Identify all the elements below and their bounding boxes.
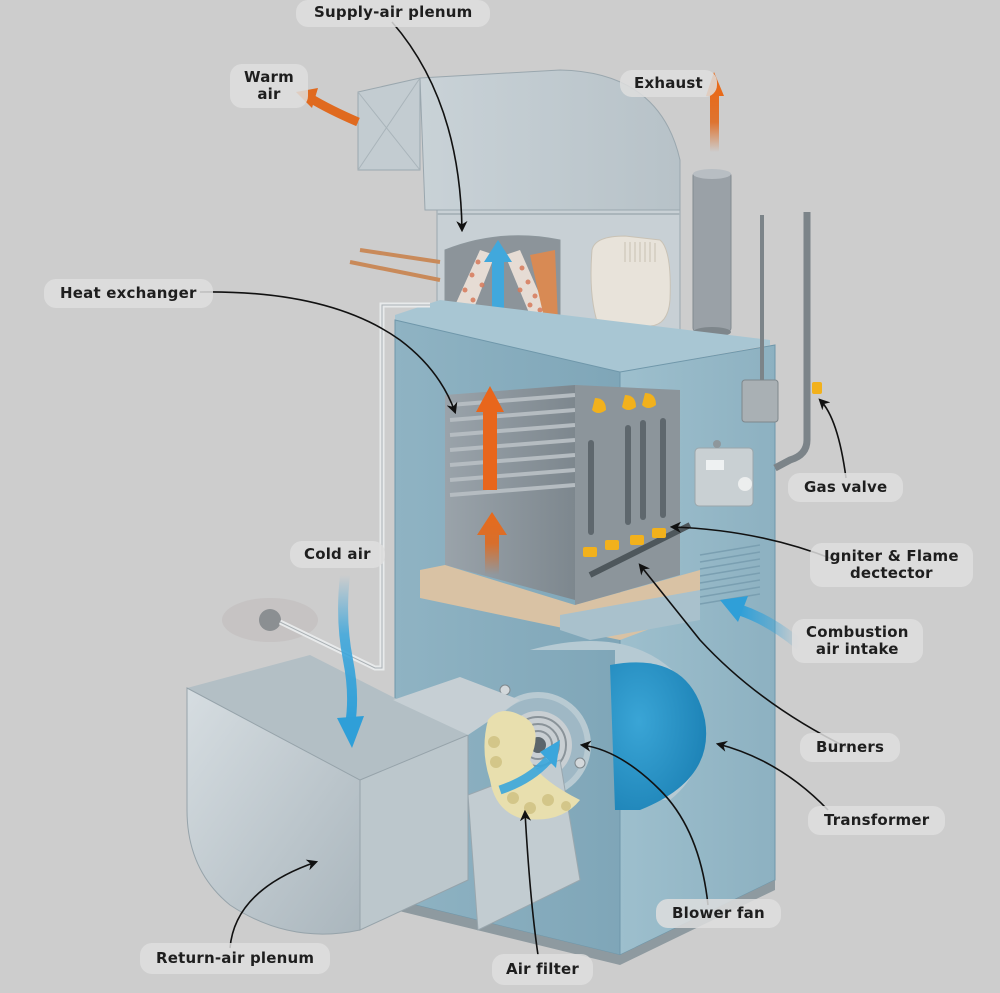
label-text: Air filter — [506, 960, 579, 978]
label-text: Cold air — [304, 545, 371, 563]
label-text: Gas valve — [804, 478, 888, 496]
label-heat-exchanger: Heat exchanger — [44, 279, 213, 308]
label-text: Supply-air plenum — [314, 3, 473, 21]
label-text: Burners — [816, 738, 885, 756]
gas-control — [694, 212, 822, 507]
label-text-line2: dectector — [850, 564, 933, 582]
label-text-line1: Igniter & Flame — [824, 547, 959, 565]
label-text-line1: Combustion — [806, 623, 909, 641]
label-text: Heat exchanger — [60, 284, 197, 302]
label-text-line2: air — [257, 85, 281, 103]
label-supply-air-plenum: Supply-air plenum — [296, 0, 491, 27]
heat-exchanger-shape — [420, 385, 700, 640]
label-cold-air: Cold air — [290, 541, 385, 568]
label-combustion-air-intake: Combustion air intake — [792, 619, 923, 663]
label-text: Blower fan — [672, 904, 765, 922]
leader-lines — [199, 21, 849, 956]
label-text: Transformer — [824, 811, 930, 829]
label-text: Return-air plenum — [156, 949, 315, 967]
label-exhaust: Exhaust — [620, 70, 717, 97]
label-air-filter: Air filter — [492, 954, 593, 985]
label-gas-valve: Gas valve — [788, 473, 904, 502]
label-blower-fan: Blower fan — [656, 899, 781, 928]
label-text: Exhaust — [634, 74, 703, 92]
label-burners: Burners — [800, 733, 901, 762]
exhaust-flue — [692, 169, 732, 337]
label-warm-air: Warm air — [230, 64, 308, 108]
label-text-line1: Warm — [244, 68, 294, 86]
label-transformer: Transformer — [808, 806, 946, 835]
cold-air-arrow — [337, 574, 364, 748]
label-text-line2: air intake — [815, 640, 899, 658]
label-return-air-plenum: Return-air plenum — [140, 943, 331, 974]
label-igniter-flame-detector: Igniter & Flame dectector — [810, 543, 973, 587]
return-air-plenum-shape — [186, 655, 581, 935]
